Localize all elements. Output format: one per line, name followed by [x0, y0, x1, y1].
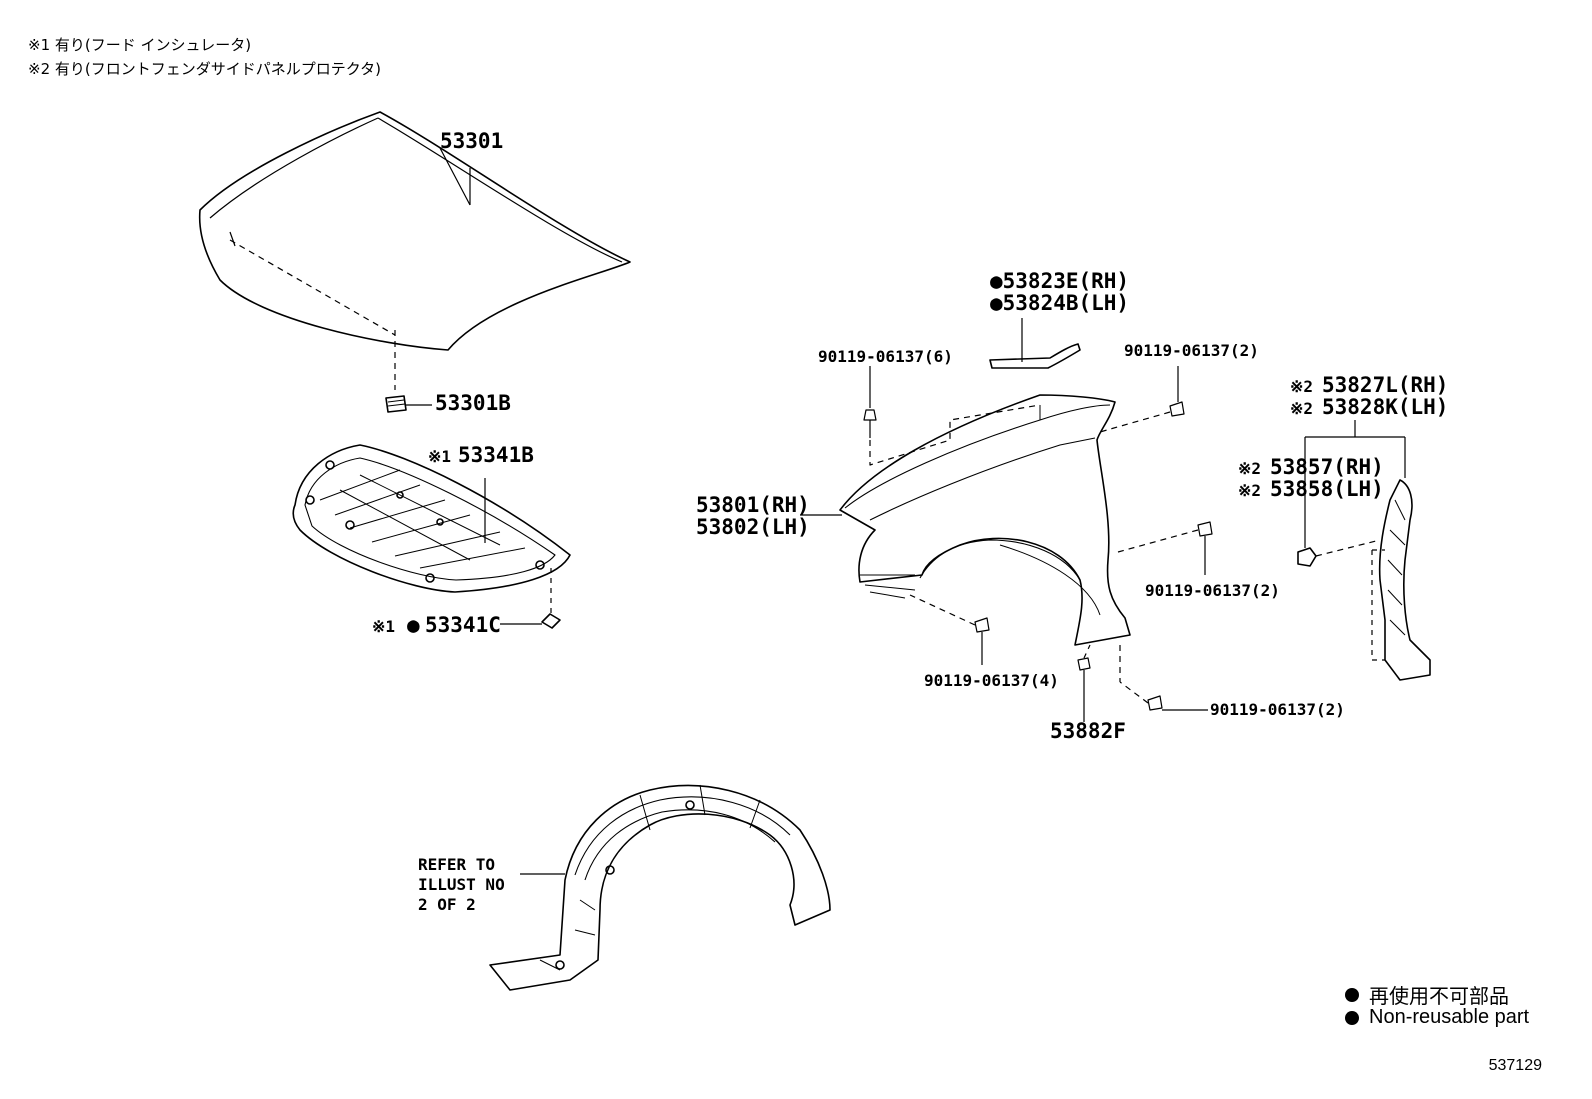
- mark-hood-insulator: ※1: [428, 447, 451, 466]
- reference-line-1: REFER TO: [418, 855, 495, 874]
- illustration-number: 537129: [1488, 1057, 1542, 1074]
- hood-cushion-drawing: [385, 395, 432, 413]
- label-protector-rh: 53827L(RH): [1322, 373, 1448, 397]
- legend-item-ja: 再使用不可部品: [1345, 980, 1509, 1009]
- hood-drawing: [198, 111, 631, 390]
- label-fender-rh: 53801(RH): [696, 493, 810, 517]
- dot-insulator-clip: ●: [407, 613, 420, 637]
- label-fender-seal-lh: ●53824B(LH): [990, 291, 1129, 315]
- label-fender-lh: 53802(LH): [696, 515, 810, 539]
- side-panel-protector-drawing: [1297, 420, 1431, 681]
- label-bolt-2-mid: 90119-06137(2): [1145, 581, 1280, 600]
- legend-text-en: Non-reusable part: [1369, 1006, 1530, 1029]
- label-fender-bracket: 53882F: [1050, 719, 1126, 743]
- fender-liner-drawing: [489, 784, 831, 991]
- reference-line-2: ILLUST NO: [418, 875, 505, 894]
- label-bolt-2-top: 90119-06137(2): [1124, 341, 1259, 360]
- hood-insulator-drawing: [292, 444, 571, 629]
- part-labels: 53301 53301B ※1 53341B ※1 ● 53341C ●5382…: [372, 129, 1448, 914]
- mark-clip-lh: ※2: [1238, 481, 1261, 500]
- note-2: ※2 有り(フロントフェンダサイドパネルプロテクタ): [28, 60, 381, 78]
- label-hood: 53301: [440, 129, 503, 153]
- label-hood-cushion: 53301B: [435, 391, 511, 415]
- fender-drawing: [800, 394, 1131, 646]
- mark-protector-lh: ※2: [1290, 399, 1313, 418]
- bolts-drawing: [863, 366, 1213, 722]
- mark-clip-rh: ※2: [1238, 459, 1261, 478]
- label-bolt-6: 90119-06137(6): [818, 347, 953, 366]
- label-insulator-clip: 53341C: [425, 613, 501, 637]
- mark-insulator-clip: ※1: [372, 617, 395, 636]
- label-hood-insulator: 53341B: [458, 443, 534, 467]
- label-clip-rh: 53857(RH): [1270, 455, 1384, 479]
- reference-line-3: 2 OF 2: [418, 895, 476, 914]
- label-clip-lh: 53858(LH): [1270, 477, 1384, 501]
- label-protector-lh: 53828K(LH): [1322, 395, 1448, 419]
- bullet-icon: [1345, 1010, 1359, 1025]
- label-fender-seal-rh: ●53823E(RH): [990, 269, 1129, 293]
- label-bolt-4: 90119-06137(4): [924, 671, 1059, 690]
- fender-seal-drawing: [989, 318, 1081, 369]
- note-1: ※1 有り(フード インシュレータ): [28, 36, 252, 54]
- mark-protector-rh: ※2: [1290, 377, 1313, 396]
- legend-item-en: Non-reusable part: [1345, 1006, 1529, 1029]
- bullet-icon: [1345, 987, 1359, 1002]
- legend-text-ja: 再使用不可部品: [1369, 986, 1509, 1008]
- label-bolt-2-bottom: 90119-06137(2): [1210, 700, 1345, 719]
